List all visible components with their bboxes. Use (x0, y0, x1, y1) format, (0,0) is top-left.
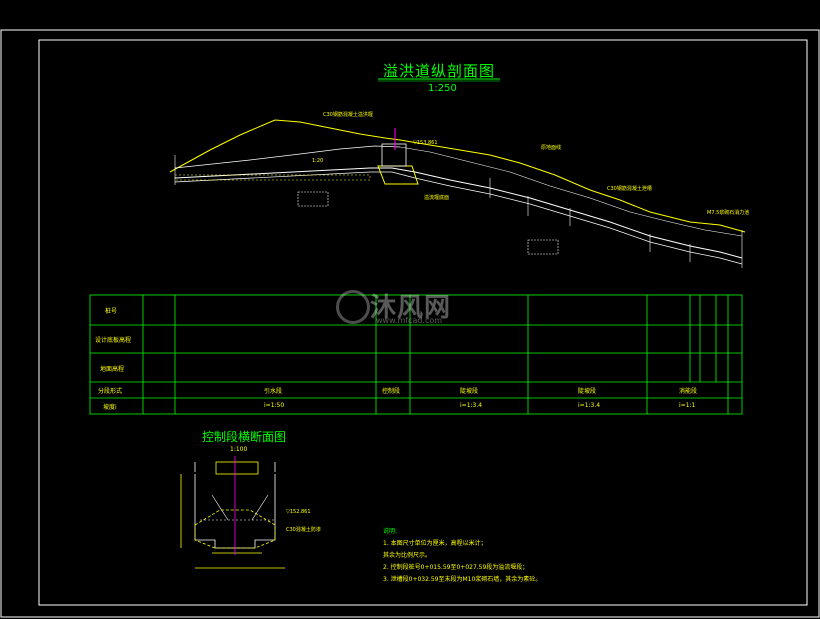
ground-line (169, 119, 746, 233)
table-row-design: 设计底板高程 (95, 337, 132, 344)
table-row-slope: 坡度i (103, 404, 117, 411)
profile-table (89, 294, 743, 415)
weir-top (381, 143, 407, 167)
pit-mid (527, 239, 559, 255)
inner-frame (38, 39, 808, 606)
slope-2: i=1:3.4 (460, 402, 483, 409)
section-elev: ▽152.861 (286, 509, 311, 515)
annotation-basin: M7.5浆砌石消力池 (707, 210, 750, 216)
slope-3: i=1:3.4 (578, 402, 601, 409)
channel-top (399, 146, 743, 237)
drawing-title: 溢洪道纵剖面图 (383, 62, 496, 80)
annotation-elev-top: ▽153.861 (413, 140, 438, 146)
table-row-type: 分段形式 (98, 388, 123, 395)
channel-bottom (174, 167, 743, 259)
watermark-logo-icon (336, 290, 370, 324)
slope-4: i=1:1 (679, 402, 696, 409)
annotation-weir-bottom: 溢流堰底面 (424, 195, 450, 201)
channel-bottom-2 (174, 171, 743, 265)
segment-inlet: 引水段 (264, 388, 283, 395)
watermark-url: www.mfcad.com (376, 316, 443, 325)
annotation-slope: 1:20 (312, 158, 324, 164)
segment-control: 控制段 (382, 388, 401, 395)
notes-block: 说明: 1. 本图尺寸单位为厘米，高程以米计； 其余为比例尺示。 2. 控制段桩… (383, 526, 541, 586)
annotation-chute: C30钢筋混凝土泄槽 (607, 186, 652, 192)
pit-left (297, 191, 329, 207)
segment-chute-1: 陡坡段 (460, 388, 479, 395)
slope-1: i=1:50 (264, 402, 285, 409)
notes-line-2: 其余为比例尺示。 (383, 552, 432, 559)
segment-chute-2: 陡坡段 (578, 388, 597, 395)
annotation-top-left: C30钢筋混凝土溢洪堰 (323, 112, 373, 118)
section-title: 控制段横断面图 (202, 430, 287, 444)
inlet-hatch (174, 174, 371, 181)
table-row-station: 桩号 (105, 308, 118, 315)
annotation-ground: 原地面线 (541, 145, 562, 151)
notes-line-1: 1. 本图尺寸单位为厘米，高程以米计； (383, 540, 487, 547)
section-label: C30混凝土防渗 (286, 527, 321, 533)
original-surface (174, 145, 401, 169)
cross-section (180, 461, 285, 569)
table-row-ground: 地面高程 (100, 366, 125, 373)
watermark-brand: 沐风网 (370, 293, 452, 323)
section-scale: 1:100 (230, 446, 248, 453)
outer-frame (0, 29, 820, 618)
notes-title: 说明: (383, 528, 398, 535)
notes-line-3: 2. 控制段桩号0+015.59至0+027.59段为溢流堰段； (383, 564, 529, 571)
segment-energy: 消能段 (679, 388, 698, 395)
drawing-scale: 1:250 (428, 83, 457, 94)
notes-line-4: 3. 泄槽段0+032.59至末段为M10浆砌石墙，其余为素砼。 (383, 576, 542, 583)
